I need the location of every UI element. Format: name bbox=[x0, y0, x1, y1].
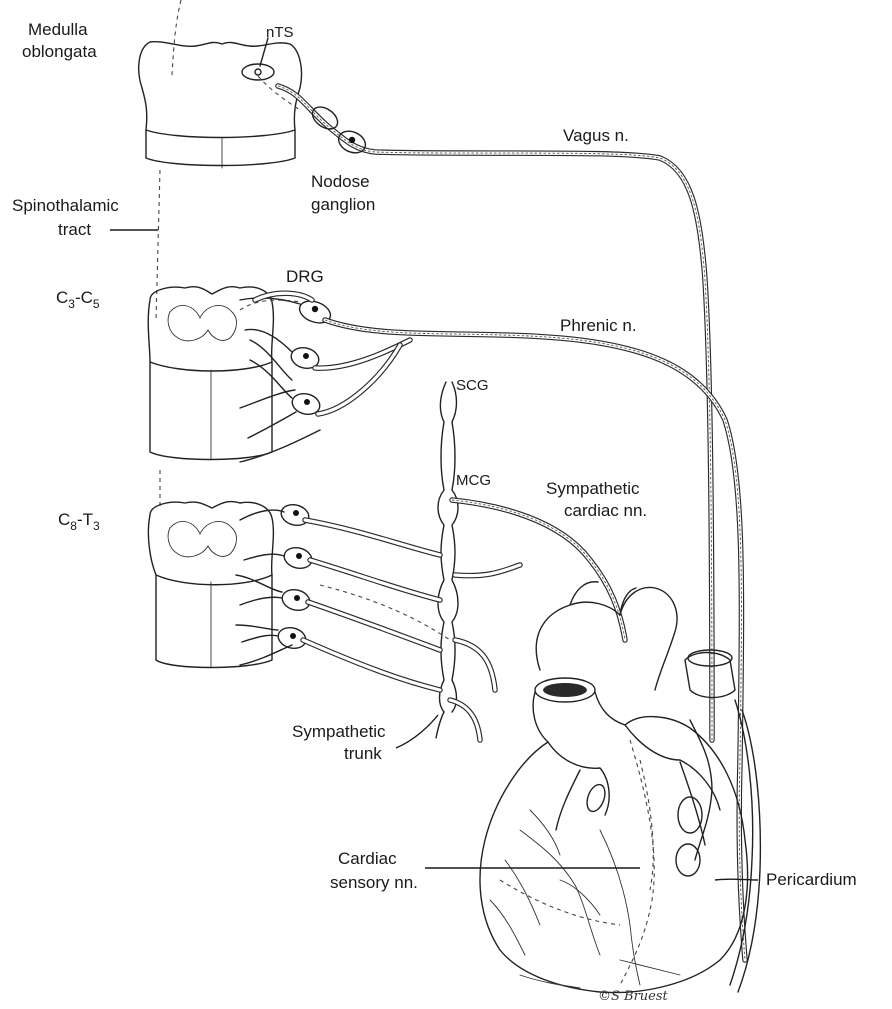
label-nodose-2: ganglion bbox=[311, 195, 375, 214]
spinothalamic-tract bbox=[156, 170, 160, 510]
label-sympathetic-cardiac-1: Sympathetic bbox=[546, 479, 640, 498]
label-cardiac-sensory-2: sensory nn. bbox=[330, 873, 418, 892]
label-mcg: MCG bbox=[456, 472, 491, 489]
label-sympathetic-trunk-2: trunk bbox=[344, 744, 382, 763]
label-c3-c5: C3-C5 bbox=[56, 288, 100, 311]
label-sympathetic-cardiac-2: cardiac nn. bbox=[564, 501, 647, 520]
sympathetic-trunk-leader bbox=[396, 715, 438, 748]
label-sympathetic-trunk-1: Sympathetic bbox=[292, 722, 386, 741]
heart bbox=[480, 582, 760, 993]
phrenic-nerve bbox=[240, 293, 745, 960]
label-scg: SCG bbox=[456, 377, 489, 394]
sympathetic-trunk bbox=[436, 382, 458, 738]
label-nts: nTS bbox=[266, 24, 294, 41]
spinal-segment-c8-t3 bbox=[148, 502, 314, 668]
label-cardiac-sensory-1: Cardiac bbox=[338, 849, 397, 868]
label-medulla-1: Medulla bbox=[28, 20, 88, 39]
sympathetic-cardiac-nerves bbox=[303, 500, 625, 740]
label-nodose-1: Nodose bbox=[311, 172, 370, 191]
label-pericardium: Pericardium bbox=[766, 870, 857, 889]
spinal-segment-c3-c5 bbox=[148, 287, 333, 462]
label-c8-t3: C8-T3 bbox=[58, 510, 100, 533]
label-spinothalamic-1: Spinothalamic bbox=[12, 196, 119, 215]
label-drg: DRG bbox=[286, 267, 324, 286]
label-phrenic-nerve: Phrenic n. bbox=[560, 316, 637, 335]
label-medulla-2: oblongata bbox=[22, 42, 97, 61]
pericardium-leader bbox=[715, 879, 758, 880]
label-spinothalamic-2: tract bbox=[58, 220, 91, 239]
artist-signature: ©S Bruest bbox=[598, 989, 669, 1004]
label-vagus-nerve: Vagus n. bbox=[563, 126, 629, 145]
